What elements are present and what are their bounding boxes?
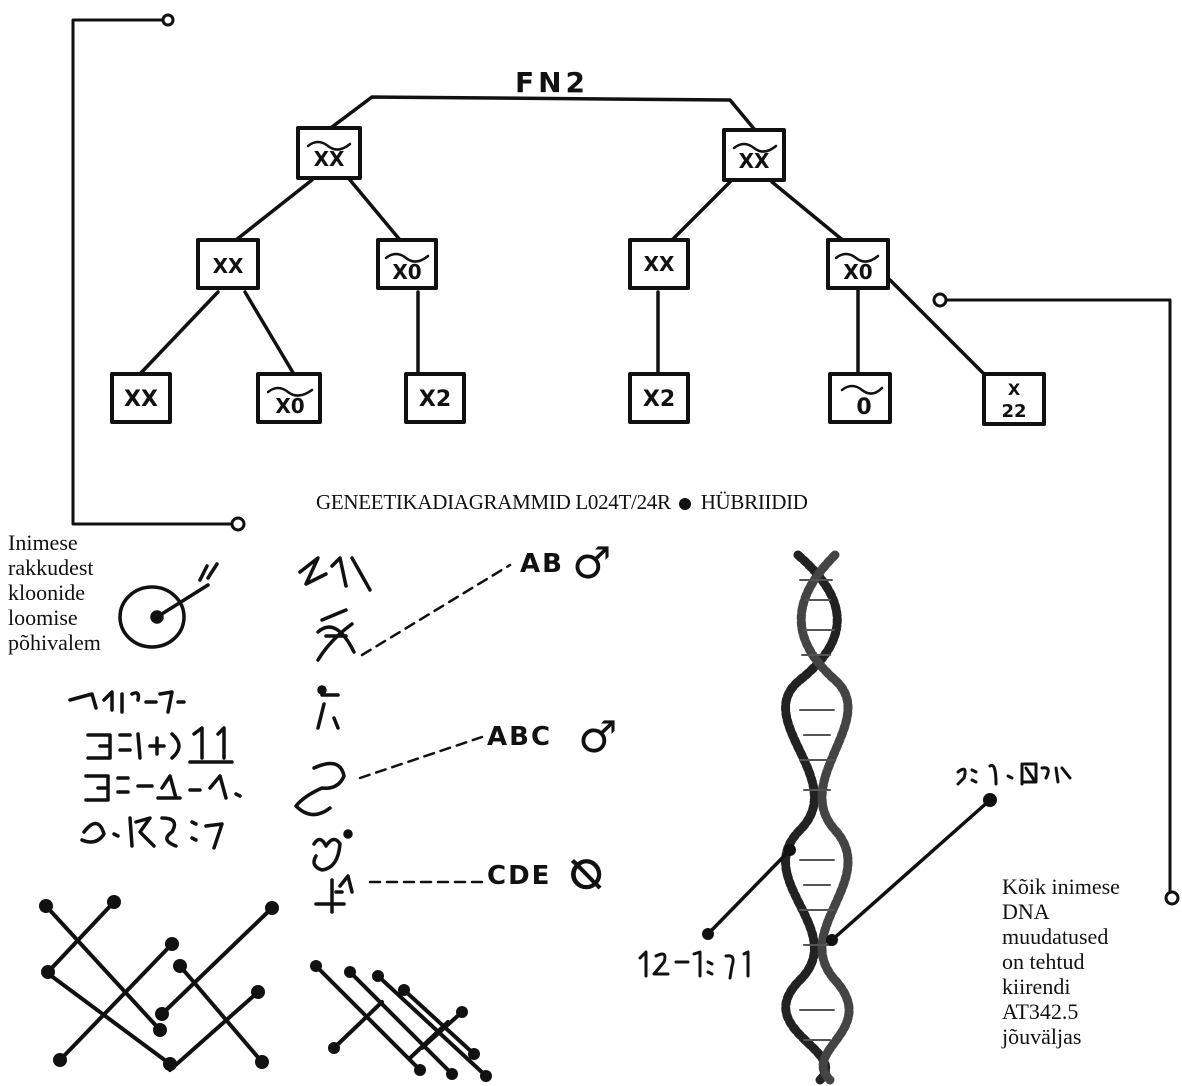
node-label-n6: X0 [843, 260, 872, 284]
node-label-n4: X0 [392, 260, 421, 284]
dna-helix-icon [781, 550, 854, 1085]
node-box-n12 [982, 372, 1046, 426]
note-right-line: DNA [1002, 899, 1050, 924]
lattice-left [39, 895, 279, 1072]
legend-symbol-ab: ♂ [572, 538, 611, 589]
caption-left: GENEETIKADIAGRAMMID L024T/24R [316, 490, 671, 514]
node-box-n10 [628, 372, 690, 424]
script-block-left [68, 690, 242, 850]
note-right-line: muudatused [1002, 924, 1109, 949]
lattice-middle [310, 960, 492, 1082]
node-box-n2 [722, 128, 786, 182]
circle-glyph [118, 562, 219, 649]
note-left-line: Inimese [8, 530, 78, 555]
note-left-line: põhivalem [8, 630, 101, 655]
legend-labels: AB ♂ ABC ♂ CDE ⦰ [487, 538, 617, 898]
node-label-n5: XX [644, 252, 675, 276]
dna-script-lower [638, 950, 750, 980]
legend-connectors [358, 563, 512, 884]
node-box-n5 [628, 238, 690, 290]
tree-labels: FN2 XX XX XX X0 XX X0 XX X0 X2 X2 0 X 22 [124, 66, 1027, 422]
node-box-n3 [196, 238, 260, 290]
node-box-n8 [256, 372, 322, 424]
glyph-column [294, 556, 372, 914]
legend-label-abc: ABC [487, 722, 552, 752]
left-connector [71, 13, 246, 532]
node-label-n2: XX [739, 149, 770, 173]
node-box-n9 [404, 372, 466, 424]
node-box-n4 [376, 238, 438, 290]
node-box-n7 [110, 372, 172, 424]
legend-label-cde: CDE [487, 861, 551, 891]
note-right-line: kiirendi [1002, 974, 1071, 999]
node-box-n11 [828, 372, 892, 424]
note-left: Inimese rakkudest kloonide loomise põhiv… [8, 530, 101, 655]
node-label-n9: X2 [419, 387, 451, 412]
note-right: Kõik inimese DNA muudatused on tehtud ki… [1002, 874, 1120, 1049]
node-label-n8: X0 [275, 394, 304, 418]
note-right-line: AT342.5 [1002, 999, 1079, 1024]
note-left-line: rakkudest [8, 555, 94, 580]
legend-label-ab: AB [520, 549, 564, 579]
note-right-line: Kõik inimese [1002, 874, 1120, 899]
node-label-n7: XX [124, 387, 158, 412]
note-right-line: on tehtud [1002, 949, 1085, 974]
dna-script-upper [956, 762, 1072, 786]
caption-bullet [678, 497, 691, 510]
node-box-n1 [296, 126, 362, 180]
node-label-n11: 0 [856, 395, 871, 420]
root-label: FN2 [515, 66, 589, 99]
legend-symbol-cde: ⦰ [570, 852, 602, 898]
dna-pointers [702, 793, 997, 946]
note-left-line: kloonide [8, 580, 85, 605]
node-label-n10: X2 [643, 387, 675, 412]
node-label-n3: XX [213, 254, 244, 278]
caption-right: HÜBRIIDID [700, 490, 808, 514]
node-label-n12-top: X [1008, 380, 1021, 399]
note-left-line: loomise [8, 605, 78, 630]
tilde-marks [266, 140, 884, 397]
right-connector [932, 292, 1180, 906]
node-box-n6 [826, 238, 890, 290]
note-right-line: jõuväljas [1002, 1024, 1082, 1049]
tree-edges [136, 95, 992, 382]
node-label-n1: XX [314, 147, 345, 171]
diagram-caption: GENEETIKADIAGRAMMID L024T/24R HÜBRIIDID [316, 490, 808, 515]
legend-symbol-abc: ♂ [578, 712, 617, 763]
node-label-n12-bottom: 22 [1001, 401, 1026, 422]
tree-nodes [110, 126, 1046, 426]
